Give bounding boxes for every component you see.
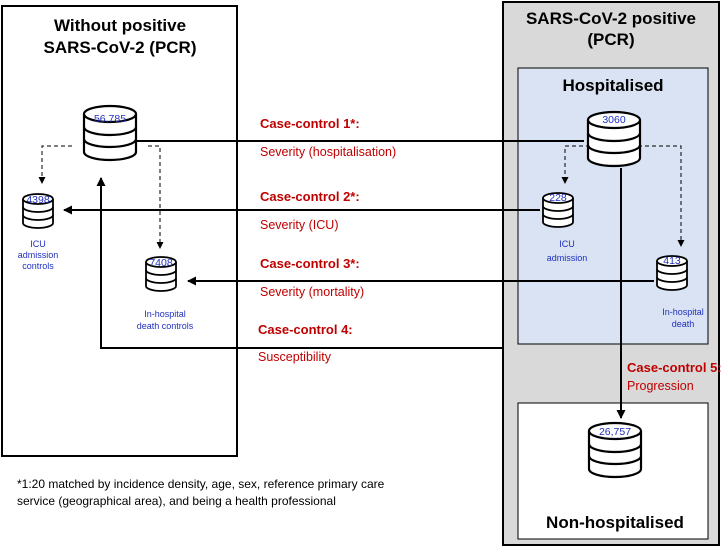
in-hospital-death-label-line2: death xyxy=(672,319,695,329)
right-panel-title-line1: SARS-CoV-2 positive xyxy=(526,9,696,28)
left-panel-title-line1: Without positive xyxy=(54,16,186,35)
case-control-4-title: Case-control 4: xyxy=(258,322,353,337)
icu-controls-label-line2: admission xyxy=(18,250,59,260)
death-controls-count: 7408 xyxy=(149,257,173,269)
non-hospitalised-total-count: 26,757 xyxy=(599,426,631,438)
hospitalised-title: Hospitalised xyxy=(562,76,663,95)
hospitalised-total-count: 3060 xyxy=(602,114,626,126)
icu-controls-label-line1: ICU xyxy=(30,239,46,249)
case-control-3-subtitle: Severity (mortality) xyxy=(260,285,364,299)
death-controls-label-line1: In-hospital xyxy=(144,309,186,319)
icu-controls-count: 4398 xyxy=(26,194,50,206)
case-control-1-title: Case-control 1*: xyxy=(260,116,360,131)
in-hospital-death-count: 413 xyxy=(663,255,681,267)
case-control-2-subtitle: Severity (ICU) xyxy=(260,218,338,232)
case-control-4-subtitle: Susceptibility xyxy=(258,350,332,364)
footnote-line2: service (geographical area), and being a… xyxy=(17,494,336,508)
controls-total-count: 56,785 xyxy=(94,113,126,125)
case-control-3-title: Case-control 3*: xyxy=(260,256,360,271)
case-control-4-arrow xyxy=(96,177,503,349)
case-control-2-title: Case-control 2*: xyxy=(260,189,360,204)
non-hospitalised-title: Non-hospitalised xyxy=(546,513,684,532)
case-control-1-subtitle: Severity (hospitalisation) xyxy=(260,145,396,159)
dashed-arrow-to-icu-controls xyxy=(38,145,72,184)
in-hospital-death-label-line1: In-hospital xyxy=(662,307,704,317)
dashed-arrow-to-death-controls xyxy=(148,145,164,249)
left-panel xyxy=(1,5,238,457)
footnote-line1: *1:20 matched by incidence density, age,… xyxy=(17,477,385,491)
left-panel-title-line2: SARS-CoV-2 (PCR) xyxy=(43,38,196,57)
icu-controls-label-line3: controls xyxy=(22,261,54,271)
icu-admission-count: 228 xyxy=(549,192,567,204)
death-controls-label-line2: death controls xyxy=(137,321,194,331)
dashed-arrow-to-icu-admission xyxy=(561,145,590,184)
icu-admission-label-line2: admission xyxy=(547,253,588,263)
case-control-5-title: Case-control 5: xyxy=(627,360,722,375)
dashed-arrow-to-in-hospital-death xyxy=(638,145,685,247)
right-panel-title-line2: (PCR) xyxy=(587,30,634,49)
icu-admission-label-line1: ICU xyxy=(559,239,575,249)
case-control-5-subtitle: Progression xyxy=(627,379,694,393)
